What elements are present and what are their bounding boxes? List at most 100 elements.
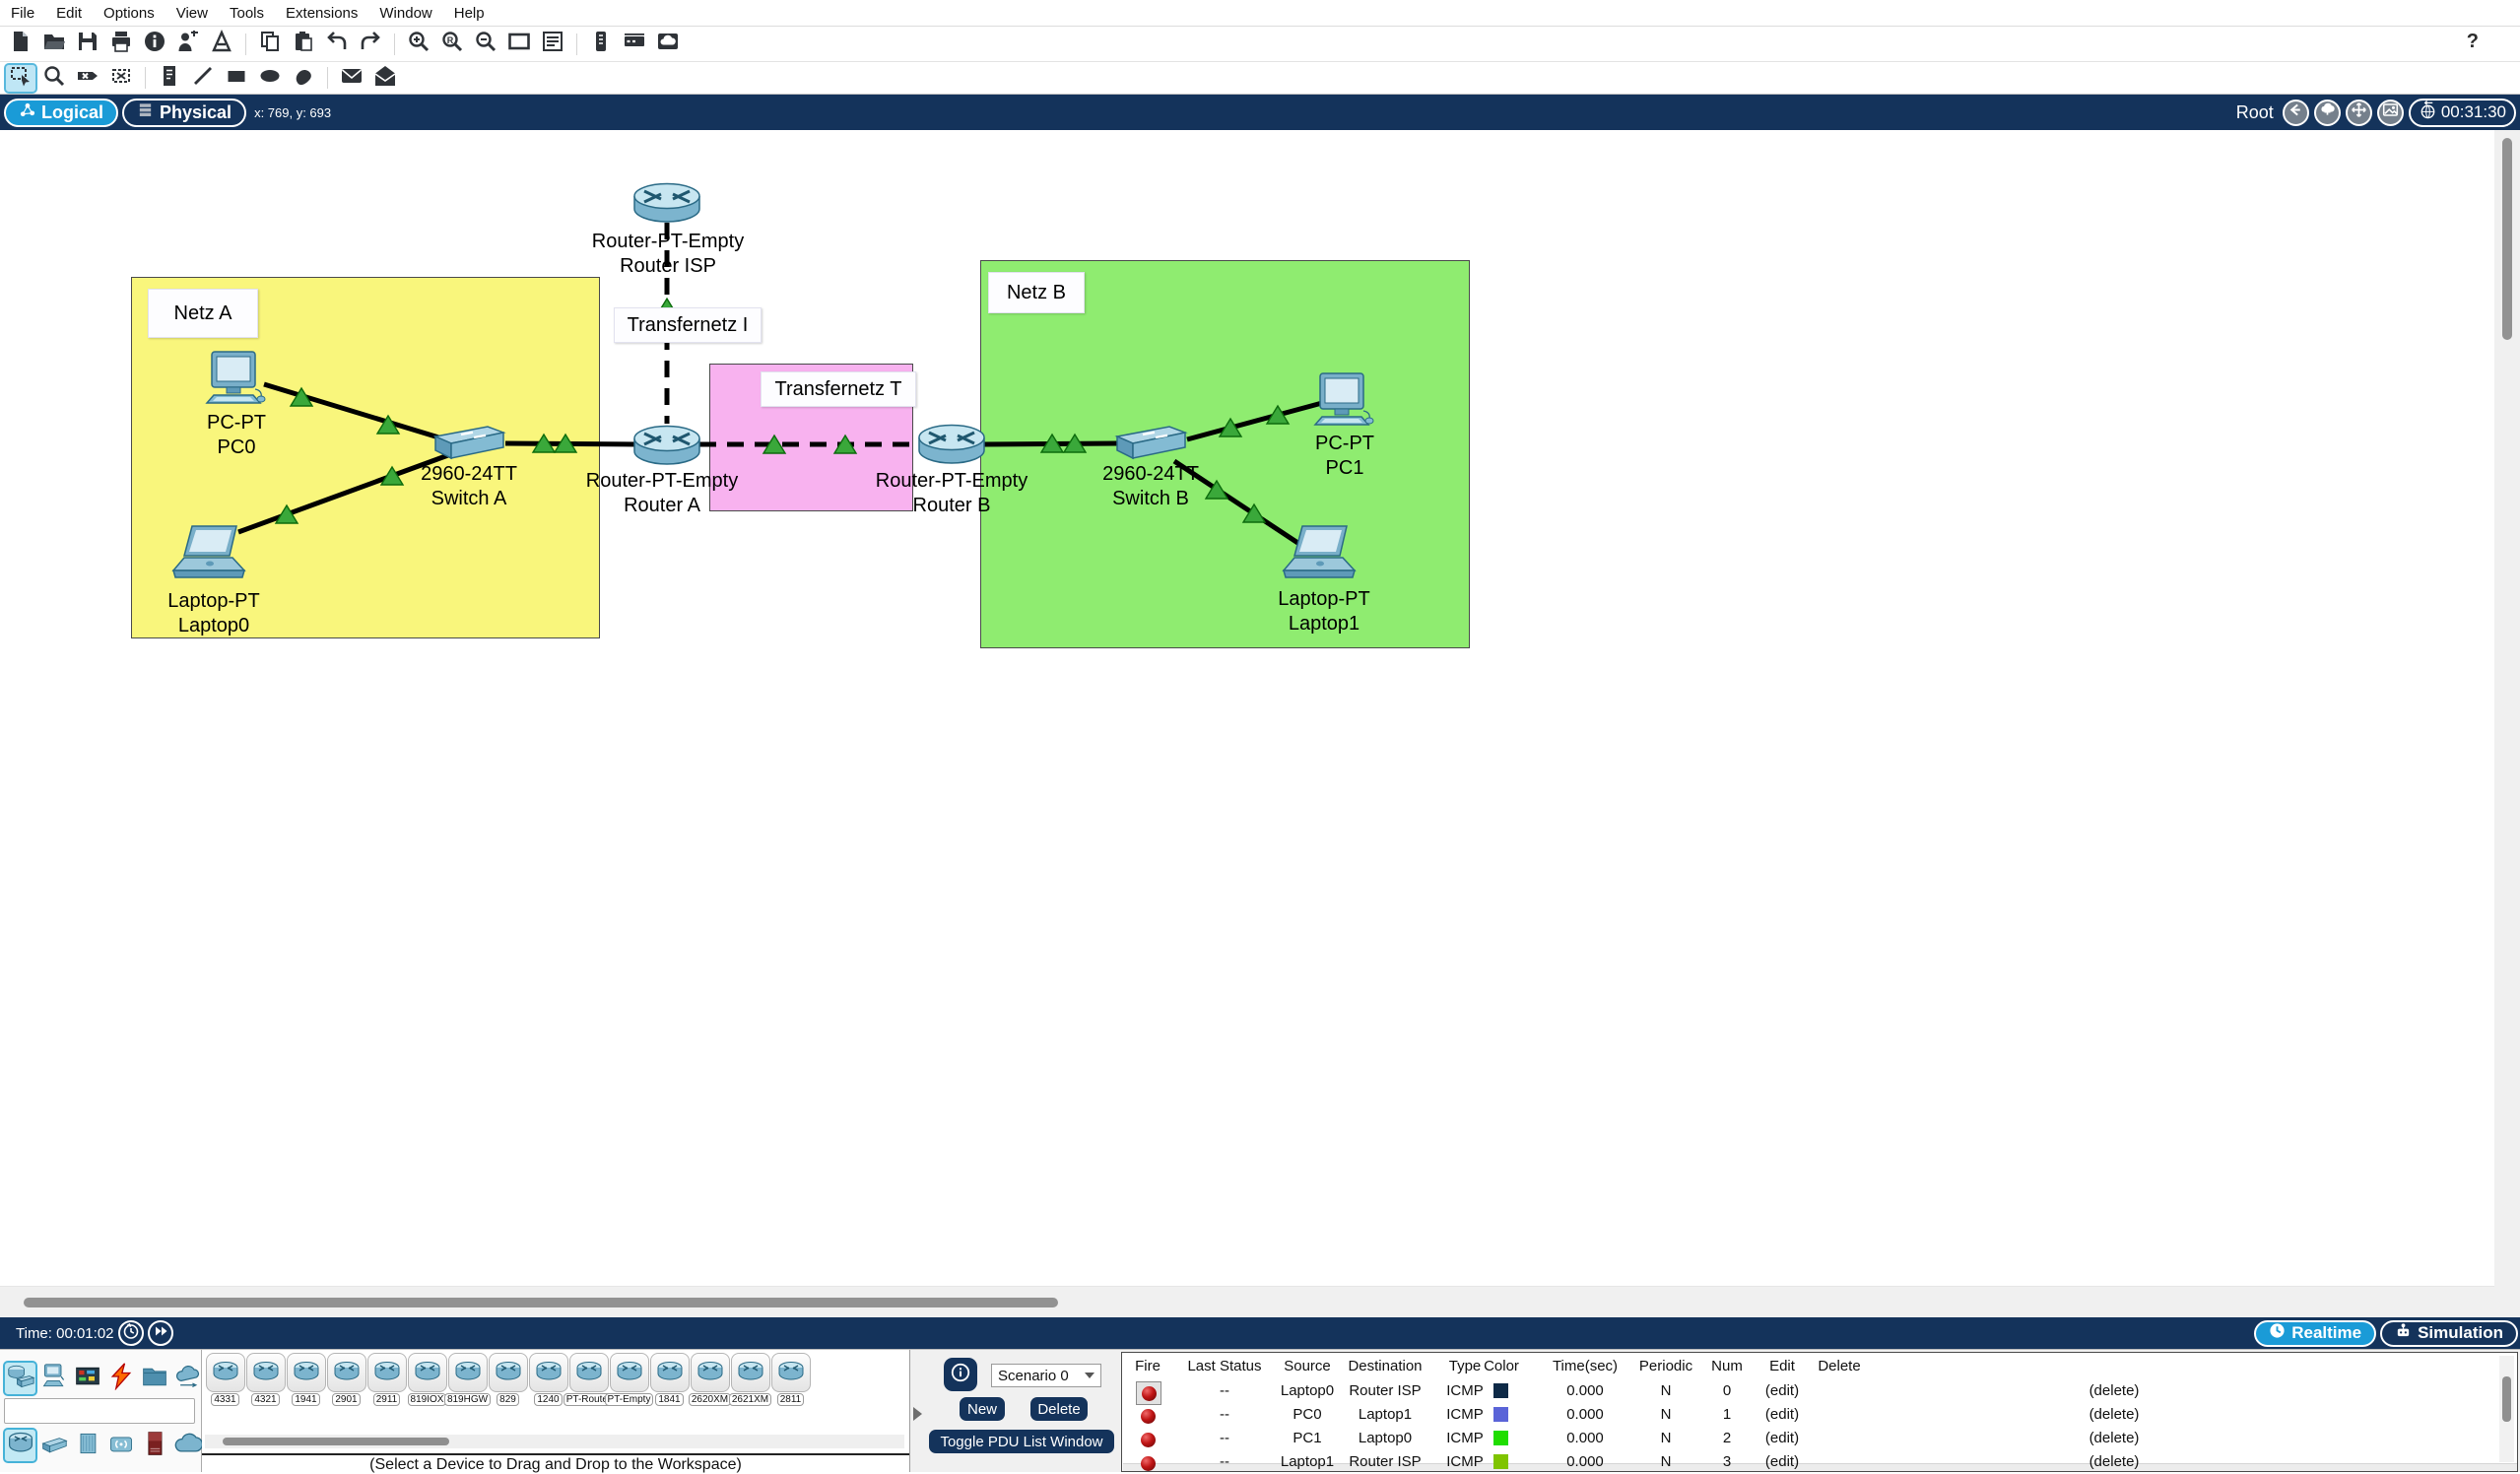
model-829[interactable]: 829 <box>488 1353 528 1406</box>
category-wireless-devices[interactable] <box>105 1430 136 1461</box>
copy-button[interactable] <box>255 31 285 57</box>
delete-button[interactable] <box>73 65 102 92</box>
select-button[interactable] <box>4 62 37 94</box>
menu-file[interactable]: File <box>11 4 35 22</box>
model-button-1941[interactable] <box>286 1353 326 1392</box>
pdu-fire-button[interactable] <box>1136 1429 1160 1450</box>
model-button-4321[interactable] <box>245 1353 286 1392</box>
h-scroll-handle[interactable] <box>24 1298 1058 1307</box>
category-network-devices[interactable] <box>3 1361 37 1396</box>
model-button-pt-empty[interactable] <box>609 1353 649 1392</box>
draw-freeform-button[interactable] <box>289 65 318 92</box>
model-button-pt-router[interactable] <box>568 1353 609 1392</box>
device-pc0[interactable] <box>205 350 268 414</box>
model-scrollbar[interactable] <box>205 1435 904 1448</box>
model-button-819hgw[interactable] <box>447 1353 488 1392</box>
category-components[interactable] <box>72 1363 102 1394</box>
model-button-2901[interactable] <box>326 1353 366 1392</box>
back-button[interactable] <box>2282 99 2309 126</box>
model-819iox[interactable]: 819IOX <box>407 1353 447 1406</box>
network-info-button[interactable] <box>140 31 169 57</box>
menu-options[interactable]: Options <box>103 4 155 22</box>
pdu-scroll-handle[interactable] <box>2502 1376 2511 1422</box>
model-1941[interactable]: 1941 <box>286 1353 326 1406</box>
model-button-1841[interactable] <box>649 1353 690 1392</box>
model-button-4331[interactable] <box>205 1353 245 1392</box>
pdu-delete-link[interactable]: (delete) <box>2089 1406 2140 1423</box>
model-1841[interactable]: 1841 <box>649 1353 690 1406</box>
fast-forward-time-button[interactable] <box>147 1320 173 1346</box>
viewport-time[interactable]: 00:31:30 <box>2408 98 2516 127</box>
splitter-arrow-icon[interactable] <box>913 1407 922 1421</box>
model-4321[interactable]: 4321 <box>245 1353 286 1406</box>
draw-ellipse-button[interactable] <box>255 65 285 92</box>
pdu-fire-button[interactable] <box>1136 1452 1160 1471</box>
device-pc1[interactable] <box>1313 371 1376 436</box>
category-switches[interactable] <box>38 1430 69 1461</box>
zoom-reset-button[interactable]: R <box>437 31 467 57</box>
set-background-button[interactable] <box>2376 99 2404 126</box>
device-router-a[interactable] <box>631 422 702 474</box>
move-object-button[interactable] <box>2345 99 2372 126</box>
new-cluster-button[interactable] <box>2313 99 2341 126</box>
pdu-edit-link[interactable]: (edit) <box>1764 1453 1800 1470</box>
menu-tools[interactable]: Tools <box>229 4 265 22</box>
model-2911[interactable]: 2911 <box>366 1353 407 1406</box>
device-template-manager-button[interactable] <box>620 31 649 57</box>
help-button[interactable]: ? <box>2466 31 2479 52</box>
category-security[interactable] <box>139 1430 169 1461</box>
paste-button[interactable] <box>289 31 318 57</box>
model-button-2621xm[interactable] <box>730 1353 770 1392</box>
resize-shape-button[interactable] <box>106 65 136 92</box>
custom-devices-dialog-button[interactable] <box>538 31 567 57</box>
canvas-horizontal-scrollbar[interactable] <box>0 1286 2494 1318</box>
place-note-button[interactable] <box>155 65 184 92</box>
model-button-829[interactable] <box>488 1353 528 1392</box>
pdu-vertical-scrollbar[interactable] <box>2499 1356 2514 1462</box>
zoom-in-button[interactable] <box>404 31 433 57</box>
scenario-select[interactable]: Scenario 0 <box>991 1364 1101 1387</box>
model-button-2811[interactable] <box>770 1353 811 1392</box>
tab-realtime[interactable]: Realtime <box>2254 1319 2377 1347</box>
pdu-edit-link[interactable]: (edit) <box>1764 1382 1800 1399</box>
model-pt-empty[interactable]: PT-Empty <box>604 1353 654 1406</box>
tab-logical[interactable]: Logical <box>4 98 119 127</box>
open-file-button[interactable] <box>39 31 69 57</box>
menu-window[interactable]: Window <box>379 4 432 22</box>
category-multiuser[interactable] <box>172 1363 203 1394</box>
draw-line-button[interactable] <box>188 65 218 92</box>
pdu-delete-link[interactable]: (delete) <box>2089 1382 2140 1399</box>
save-button[interactable] <box>73 31 102 57</box>
model-819hgw[interactable]: 819HGW <box>443 1353 492 1406</box>
viewport-button[interactable] <box>504 31 534 57</box>
menu-help[interactable]: Help <box>453 4 485 22</box>
activity-wizard-button[interactable] <box>207 30 236 57</box>
model-2811[interactable]: 2811 <box>770 1353 811 1406</box>
model-button-2911[interactable] <box>366 1353 407 1392</box>
pdu-edit-link[interactable]: (edit) <box>1764 1406 1800 1423</box>
device-router-isp[interactable] <box>631 179 702 232</box>
device-switch-a[interactable] <box>431 422 506 466</box>
reset-time-button[interactable] <box>117 1320 144 1346</box>
category-miscellaneous[interactable] <box>139 1363 169 1394</box>
model-4331[interactable]: 4331 <box>205 1353 245 1406</box>
v-scroll-handle[interactable] <box>2502 138 2512 340</box>
delete-scenario-button[interactable]: Delete <box>1030 1397 1088 1421</box>
model-2621xm[interactable]: 2621XM <box>728 1353 772 1406</box>
command-log-button[interactable] <box>586 31 616 57</box>
inspect-button[interactable] <box>39 65 69 92</box>
device-laptop0[interactable] <box>170 524 257 592</box>
model-scroll-handle[interactable] <box>223 1438 449 1445</box>
category-wan-emulation[interactable] <box>172 1430 203 1461</box>
category-end-devices[interactable] <box>38 1363 69 1394</box>
tab-physical[interactable]: Physical <box>122 98 247 127</box>
print-button[interactable] <box>106 31 136 57</box>
model-button-819iox[interactable] <box>407 1353 447 1392</box>
model-2620xm[interactable]: 2620XM <box>688 1353 732 1406</box>
new-scenario-button[interactable]: New <box>960 1397 1005 1421</box>
zoom-out-button[interactable] <box>471 31 500 57</box>
undo-button[interactable] <box>322 31 352 57</box>
category-hubs[interactable] <box>72 1430 102 1461</box>
category-routers[interactable] <box>3 1428 37 1463</box>
